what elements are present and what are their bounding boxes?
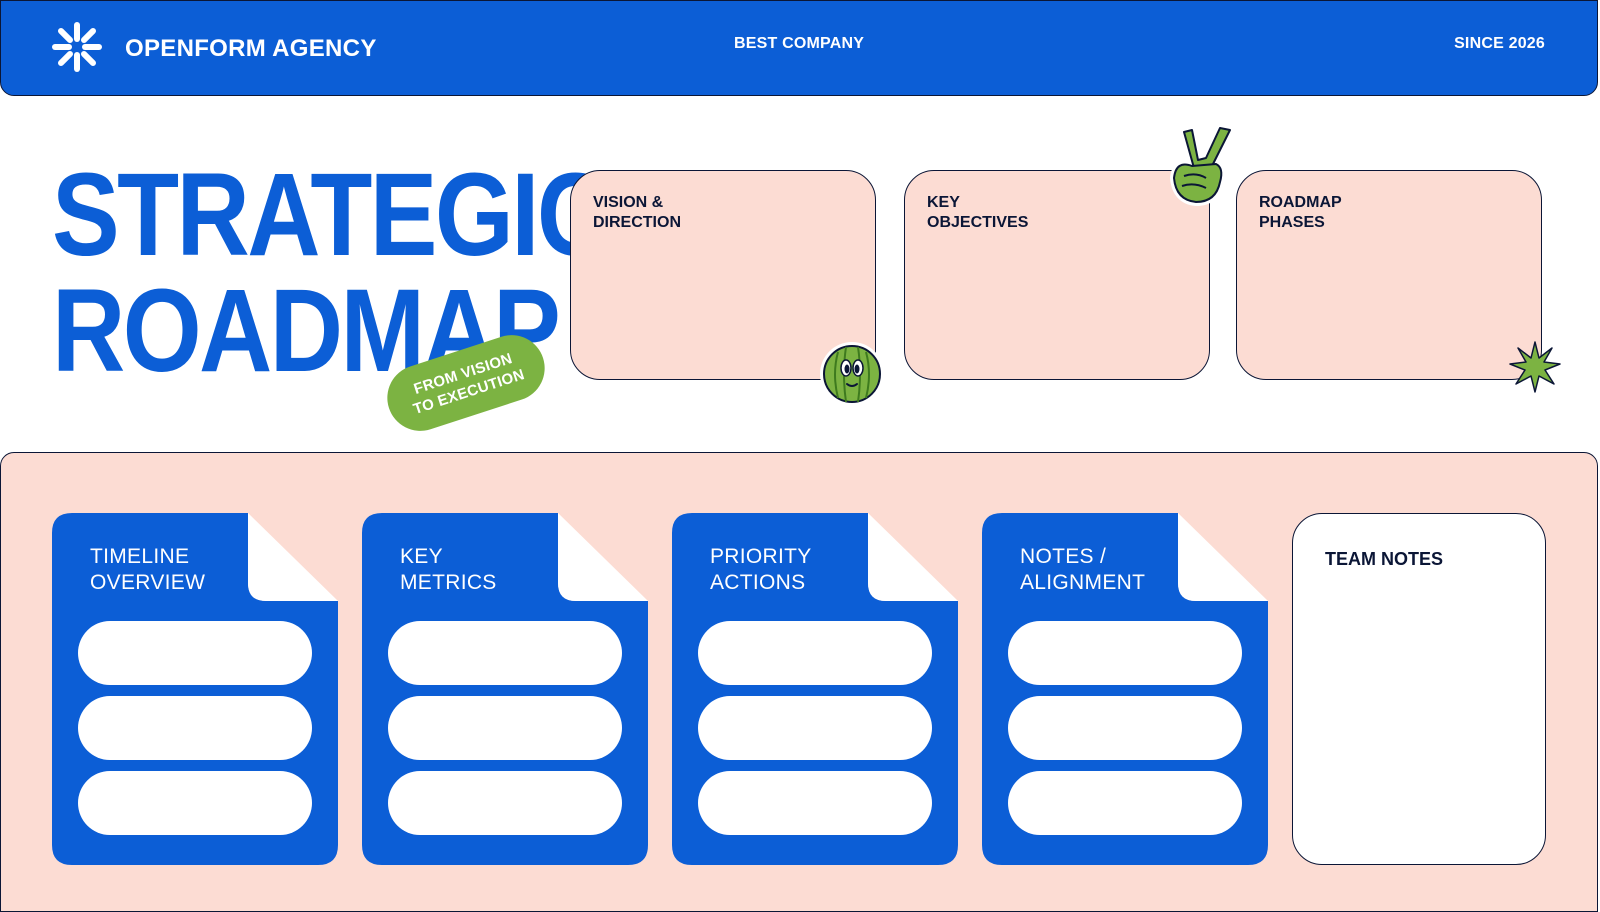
- green-sparkle-icon: [1509, 341, 1561, 393]
- doc-entry-field[interactable]: [1008, 696, 1242, 760]
- doc-title: PRIORITY ACTIONS: [710, 545, 812, 594]
- doc-entry-field[interactable]: [78, 771, 312, 835]
- priority-actions-doc[interactable]: PRIORITY ACTIONS: [672, 513, 958, 865]
- doc-entry-field[interactable]: [698, 696, 932, 760]
- card-label: ROADMAP PHASES: [1259, 194, 1342, 231]
- doc-title: NOTES / ALIGNMENT: [1020, 545, 1146, 594]
- doc-entry-field[interactable]: [78, 696, 312, 760]
- team-notes-label: TEAM NOTES: [1325, 549, 1444, 569]
- team-notes-card[interactable]: TEAM NOTES: [1292, 513, 1546, 865]
- doc-entry-field[interactable]: [698, 771, 932, 835]
- page-title-line-1: STRATEGIC: [52, 149, 610, 281]
- brand-name: OPENFORM AGENCY: [125, 35, 377, 62]
- doc-title: KEY METRICS: [400, 545, 497, 594]
- card-label: KEY OBJECTIVES: [927, 194, 1029, 231]
- since-year: SINCE 2026: [1454, 35, 1545, 52]
- timeline-overview-doc[interactable]: TIMELINE OVERVIEW: [52, 513, 338, 865]
- peace-hand-icon: [1170, 124, 1234, 206]
- notes-alignment-doc[interactable]: NOTES / ALIGNMENT: [982, 513, 1268, 865]
- doc-entry-field[interactable]: [698, 621, 932, 685]
- vision-direction-card[interactable]: VISION & DIRECTION: [570, 170, 876, 380]
- key-metrics-doc[interactable]: KEY METRICS: [362, 513, 648, 865]
- header-bar: OPENFORM AGENCY BEST COMPANY SINCE 2026: [0, 0, 1598, 96]
- key-objectives-card[interactable]: KEY OBJECTIVES: [904, 170, 1210, 380]
- doc-entry-field[interactable]: [78, 621, 312, 685]
- doc-entry-field[interactable]: [388, 621, 622, 685]
- brand[interactable]: OPENFORM AGENCY: [51, 21, 377, 77]
- doc-entry-field[interactable]: [1008, 771, 1242, 835]
- doc-title: TIMELINE OVERVIEW: [90, 545, 206, 594]
- watermelon-character-icon: [820, 342, 884, 406]
- card-label: VISION & DIRECTION: [593, 194, 681, 231]
- doc-entry-field[interactable]: [388, 771, 622, 835]
- company-tagline: BEST COMPANY: [734, 35, 865, 52]
- doc-entry-field[interactable]: [388, 696, 622, 760]
- doc-entry-field[interactable]: [1008, 621, 1242, 685]
- roadmap-phases-card[interactable]: ROADMAP PHASES: [1236, 170, 1542, 380]
- asterisk-logo-icon: [51, 21, 103, 78]
